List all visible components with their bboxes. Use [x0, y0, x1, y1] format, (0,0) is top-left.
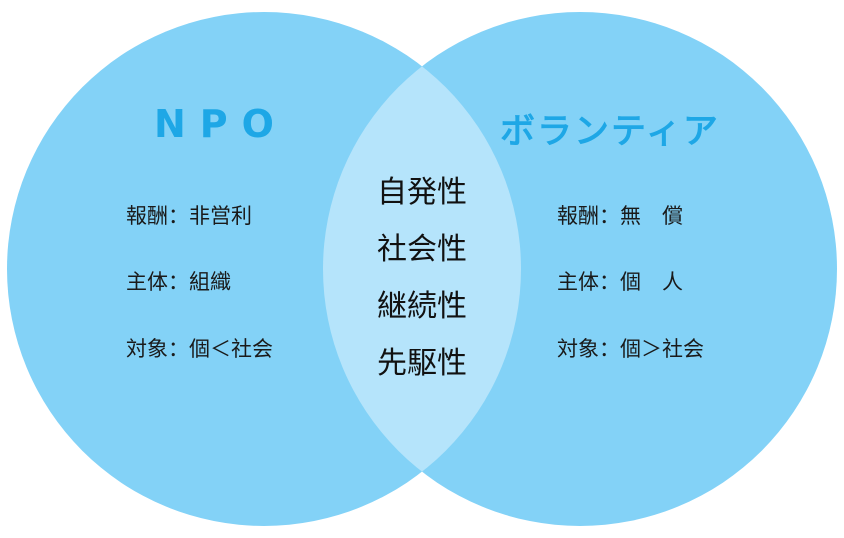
npo-title: NPO: [154, 102, 288, 146]
volunteer-attribute-subject: 主体：個 人: [557, 270, 683, 294]
npo-attribute-subject: 主体：組織: [126, 270, 231, 294]
npo-attribute-target: 対象：個＜社会: [126, 337, 273, 361]
shared-trait-spontaneity: 自発性: [377, 175, 467, 210]
intersection-region: [323, 12, 521, 526]
shared-trait-continuity: 継続性: [377, 289, 467, 324]
volunteer-attribute-reward: 報酬：無 償: [557, 204, 683, 228]
shared-trait-pioneering: 先駆性: [377, 346, 467, 381]
volunteer-attribute-target: 対象：個＞社会: [557, 337, 704, 361]
npo-attribute-reward: 報酬：非営利: [126, 204, 252, 228]
shared-trait-sociality: 社会性: [377, 232, 467, 267]
volunteer-title: ボランティア: [500, 112, 720, 152]
